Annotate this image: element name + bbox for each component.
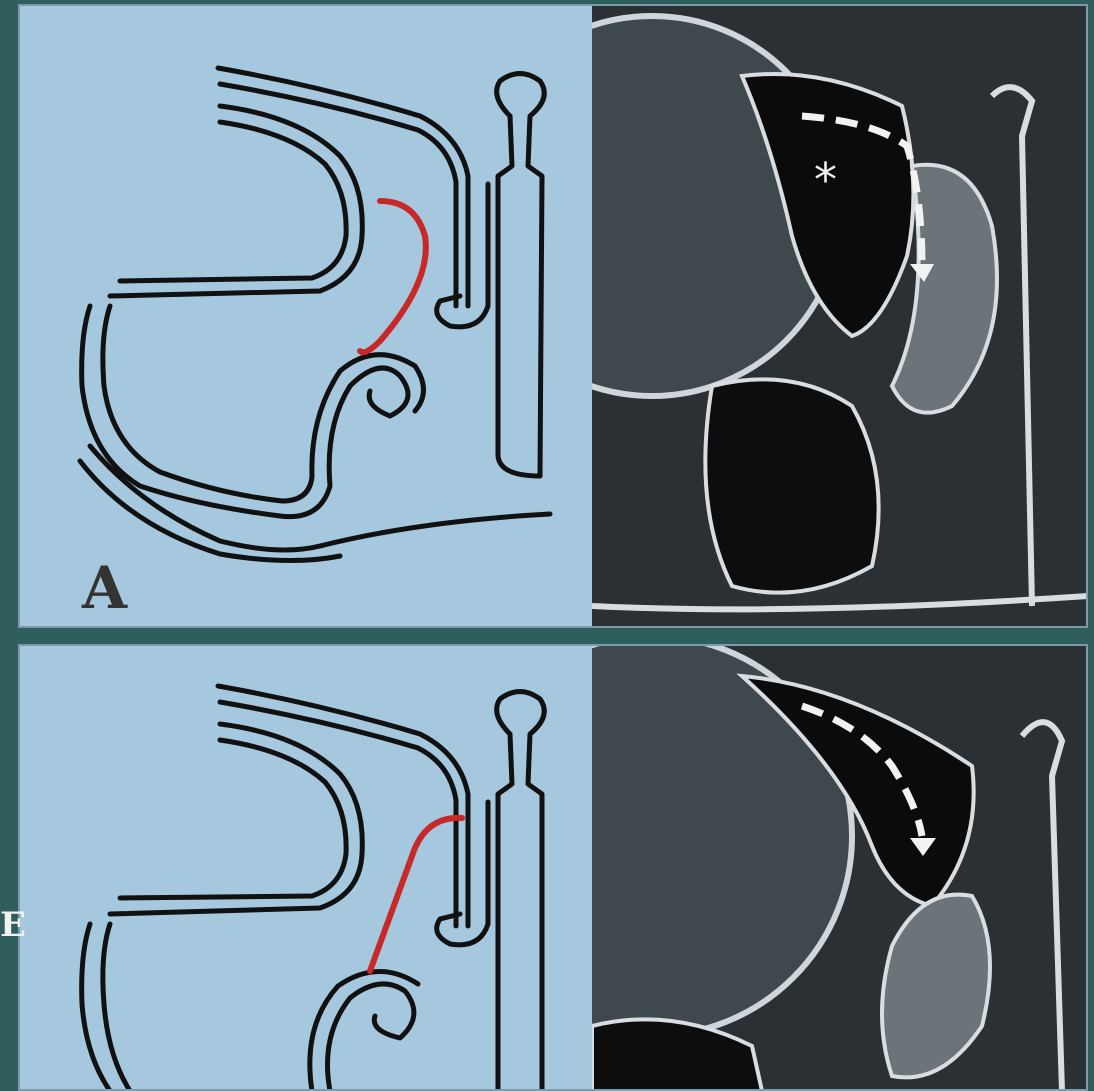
turbinate-stem-b — [437, 802, 488, 945]
red-highlight-path-b — [370, 818, 462, 971]
septum-a — [497, 74, 545, 477]
outer-arc-a — [218, 68, 468, 306]
ct-asterisk-a: * — [814, 153, 837, 207]
ct-scan-b — [592, 646, 1088, 1091]
lower-lobe-b2 — [103, 924, 130, 1091]
floor-a — [90, 446, 550, 550]
panel-a: A * — [18, 4, 1088, 628]
septum-b2 — [498, 734, 512, 1091]
outer-arc-b — [218, 686, 468, 926]
septum-b — [497, 692, 545, 1091]
edge-letter: E — [0, 905, 26, 945]
schematic-diagram-b — [20, 646, 595, 1091]
middle-arc-a2 — [120, 122, 346, 281]
lower-curl-b — [328, 984, 414, 1091]
turbinate-stem-a — [437, 184, 488, 327]
middle-arc-a — [110, 106, 362, 296]
middle-arc-b — [110, 724, 362, 914]
schematic-diagram-a — [20, 6, 595, 626]
ct-scan-a: * — [592, 6, 1088, 626]
panel-label-a: A — [82, 554, 127, 622]
ct-lower-cavity-a — [705, 379, 878, 592]
middle-arc-b2 — [120, 740, 346, 898]
panel-b — [18, 644, 1088, 1091]
red-highlight-path-a — [360, 201, 426, 352]
lower-lobe-a2 — [103, 306, 424, 501]
